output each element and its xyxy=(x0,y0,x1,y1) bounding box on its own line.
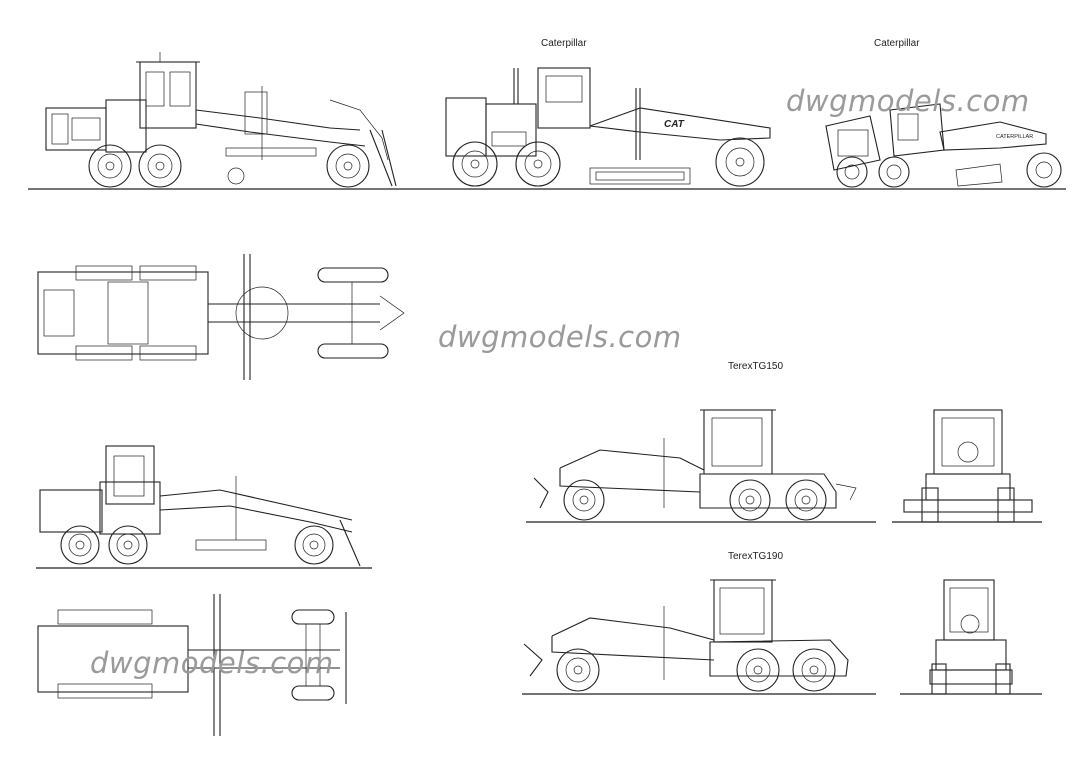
label-terex-tg190: TerexTG190 xyxy=(728,551,784,562)
watermark-bottom-left: dwgmodels.com xyxy=(90,646,334,680)
watermark-center: dwgmodels.com xyxy=(438,320,682,354)
label-caterpillar-iso: Caterpillar xyxy=(874,38,920,49)
grader-1-side-view xyxy=(45,52,397,188)
grader-top-view-1 xyxy=(37,254,405,380)
grader-3-caterpillar-isometric-view: CATERPILLAR xyxy=(825,103,1062,188)
grader-top-view-2 xyxy=(37,594,347,736)
label-terex-tg150: TerexTG150 xyxy=(728,361,784,372)
grader-2-caterpillar-side-view: CAT xyxy=(445,67,771,187)
label-caterpillar-side: Caterpillar xyxy=(541,38,587,49)
terex-tg190-front-view xyxy=(929,579,1013,695)
terex-tg150-side-view xyxy=(533,409,857,521)
grader-4-side-view xyxy=(39,445,361,567)
cat-logo-decal: CAT xyxy=(664,119,685,130)
terex-tg190-side-view xyxy=(523,579,849,692)
watermark-top-right: dwgmodels.com xyxy=(786,84,1030,118)
terex-tg150-front-view xyxy=(903,409,1033,523)
caterpillar-brand-decal: CATERPILLAR xyxy=(996,134,1033,140)
